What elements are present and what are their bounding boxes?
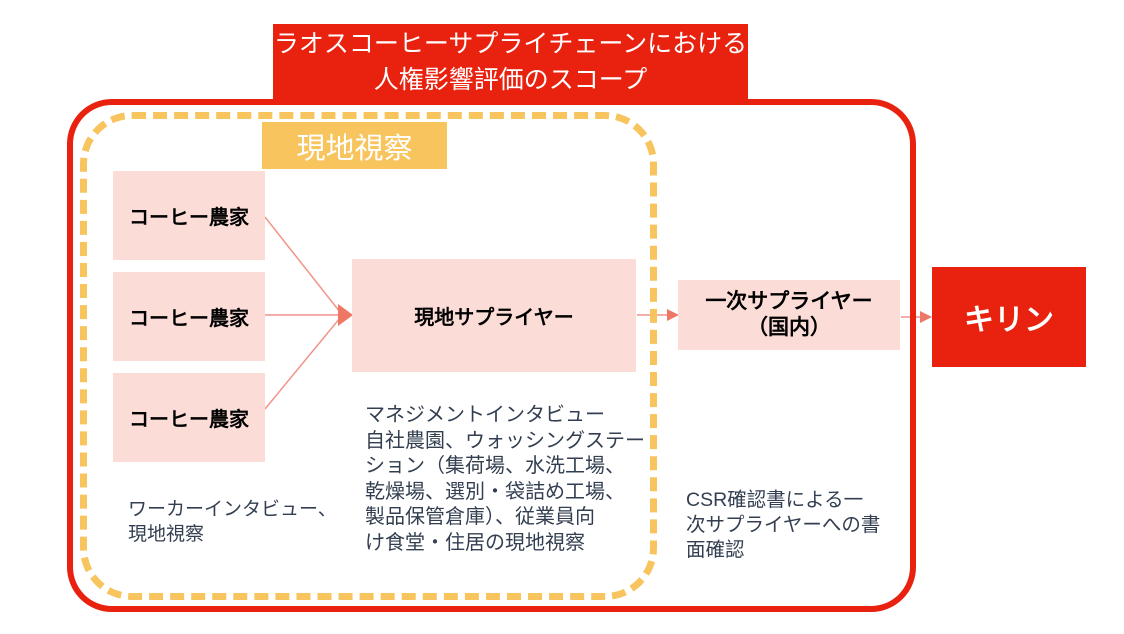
kirin-arrowhead-icon <box>920 311 932 323</box>
local-supplier-node: 現地サプライヤー <box>352 259 636 372</box>
farms-annotation: ワーカーインタビュー、 現地視察 <box>128 499 337 545</box>
assessment-scope-container <box>67 99 916 612</box>
coffee-farm-node-1: コーヒー農家 <box>113 171 265 260</box>
onsite-inspection-scope-container <box>80 112 657 600</box>
diagram-title: ラオスコーヒーサプライチェーンにおける 人権影響評価のスコープ <box>273 24 748 99</box>
kirin-node: キリン <box>932 267 1086 367</box>
onsite-inspection-label: 現地視察 <box>262 122 447 169</box>
primary-supplier-annotation: CSR確認書による一 次サプライヤーへの書 面確認 <box>686 489 881 561</box>
primary-supplier-node: 一次サプライヤー （国内） <box>678 280 900 350</box>
local-supplier-annotation: マネジメントインタビュー 自社農園、ウォッシングステー ション（集荷場、水洗工場… <box>365 404 645 554</box>
coffee-farm-node-3: コーヒー農家 <box>113 373 265 462</box>
coffee-farm-node-2: コーヒー農家 <box>113 272 265 361</box>
